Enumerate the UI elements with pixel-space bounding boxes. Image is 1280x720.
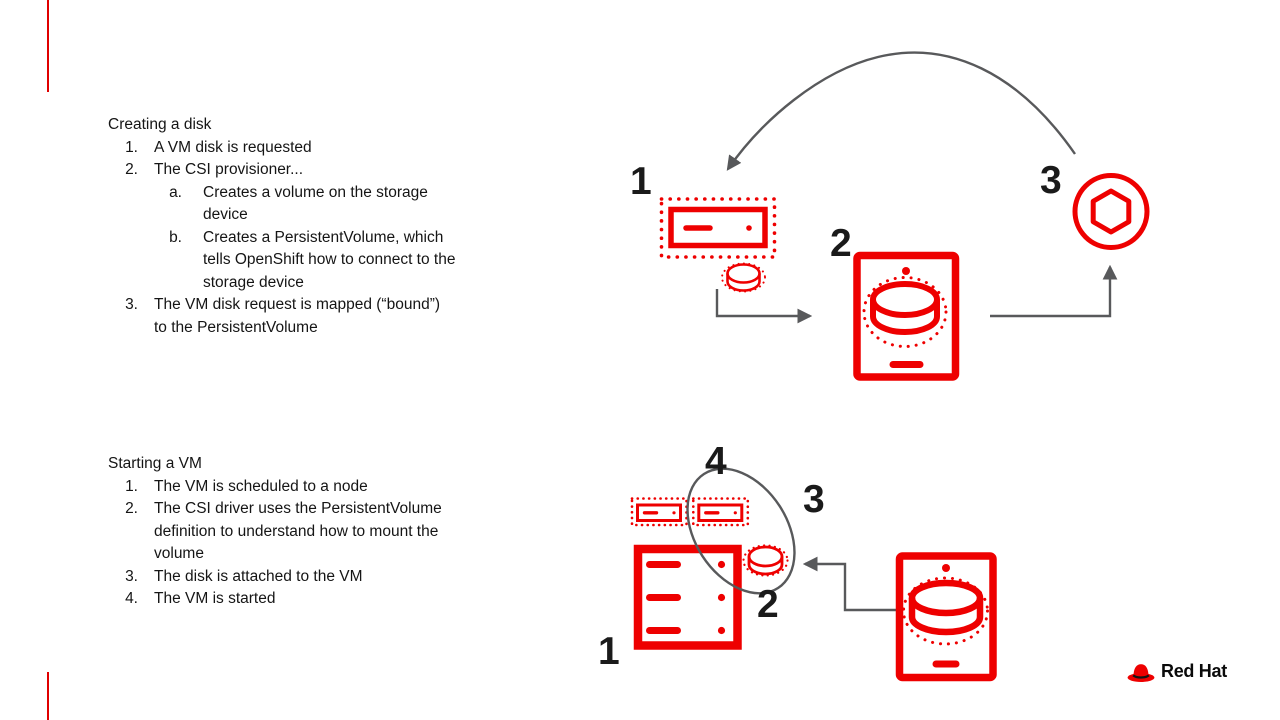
section-title: Starting a VM xyxy=(108,455,202,472)
volume-disk-icon xyxy=(721,262,766,293)
item-text: The VM is scheduled to a node xyxy=(154,477,368,495)
creating-disk-section: Creating a disk 1. A VM disk is requeste… xyxy=(108,114,548,339)
item-number: a. xyxy=(169,183,182,201)
list-item: 1. A VM disk is requested xyxy=(108,137,548,160)
arrow-storage-to-disk xyxy=(802,556,897,612)
item-number: b. xyxy=(169,228,182,246)
item-text: The CSI driver uses the PersistentVolume… xyxy=(154,500,442,562)
pvc-mini-icon-2 xyxy=(691,497,750,527)
accent-bar-bottom xyxy=(47,672,49,720)
top-step-1-label: 1 xyxy=(630,160,652,203)
bottom-step-4-label: 4 xyxy=(705,440,727,483)
list-item: 1. The VM is scheduled to a node xyxy=(108,476,548,499)
bottom-step-1-label: 1 xyxy=(598,630,620,673)
arrow-storage-to-openshift xyxy=(990,264,1118,318)
curved-arrow-bind xyxy=(726,51,1076,171)
item-number: 3. xyxy=(125,296,138,313)
list-item: 4. The VM is started xyxy=(108,588,548,611)
item-text: A VM disk is requested xyxy=(154,138,312,156)
disk-request-icon xyxy=(659,197,777,259)
top-step-2-label: 2 xyxy=(830,222,852,265)
accent-bar-top xyxy=(47,0,49,92)
list-item: 3. The VM disk request is mapped (“bound… xyxy=(108,294,548,339)
item-number: 2. xyxy=(125,161,138,178)
item-number: 1. xyxy=(125,477,138,495)
starting-vm-section: Starting a VM 1. The VM is scheduled to … xyxy=(108,453,548,611)
top-step-3-label: 3 xyxy=(1040,159,1062,202)
item-number: 2. xyxy=(125,500,138,517)
pvc-mini-icon-1 xyxy=(630,497,688,527)
attached-disk-icon xyxy=(742,544,789,577)
item-number: 3. xyxy=(125,567,138,585)
item-text: Creates a PersistentVolume, which tells … xyxy=(203,228,456,291)
list-item: 2. The CSI driver uses the PersistentVol… xyxy=(108,498,548,566)
redhat-hat-icon xyxy=(1127,664,1155,682)
item-number: 4. xyxy=(125,590,138,607)
list-item: a. Creates a volume on the storage devic… xyxy=(108,182,548,227)
list-item: 3. The disk is attached to the VM xyxy=(108,566,548,589)
redhat-logo: Red Hat xyxy=(1126,657,1227,685)
storage-device-icon-bottom xyxy=(895,552,997,682)
section-title: Creating a disk xyxy=(108,116,212,133)
openshift-icon xyxy=(1072,173,1150,250)
item-text: Creates a volume on the storage device xyxy=(203,183,428,224)
highlight-ellipse xyxy=(686,467,796,595)
item-text: The VM is started xyxy=(154,590,276,607)
item-text: The CSI provisioner... xyxy=(154,161,304,178)
redhat-logo-text: Red Hat xyxy=(1161,660,1227,681)
storage-device-icon xyxy=(853,251,960,381)
bottom-step-3-label: 3 xyxy=(803,478,825,521)
arrow-volume-to-storage xyxy=(715,289,813,324)
item-number: 1. xyxy=(125,138,138,156)
list-item: 2. The CSI provisioner... xyxy=(108,159,548,182)
item-text: The VM disk request is mapped (“bound”) … xyxy=(154,296,441,336)
item-text: The disk is attached to the VM xyxy=(154,567,363,585)
bottom-step-2-label: 2 xyxy=(757,583,779,626)
list-item: b. Creates a PersistentVolume, which tel… xyxy=(108,227,548,295)
node-icon xyxy=(633,544,742,650)
